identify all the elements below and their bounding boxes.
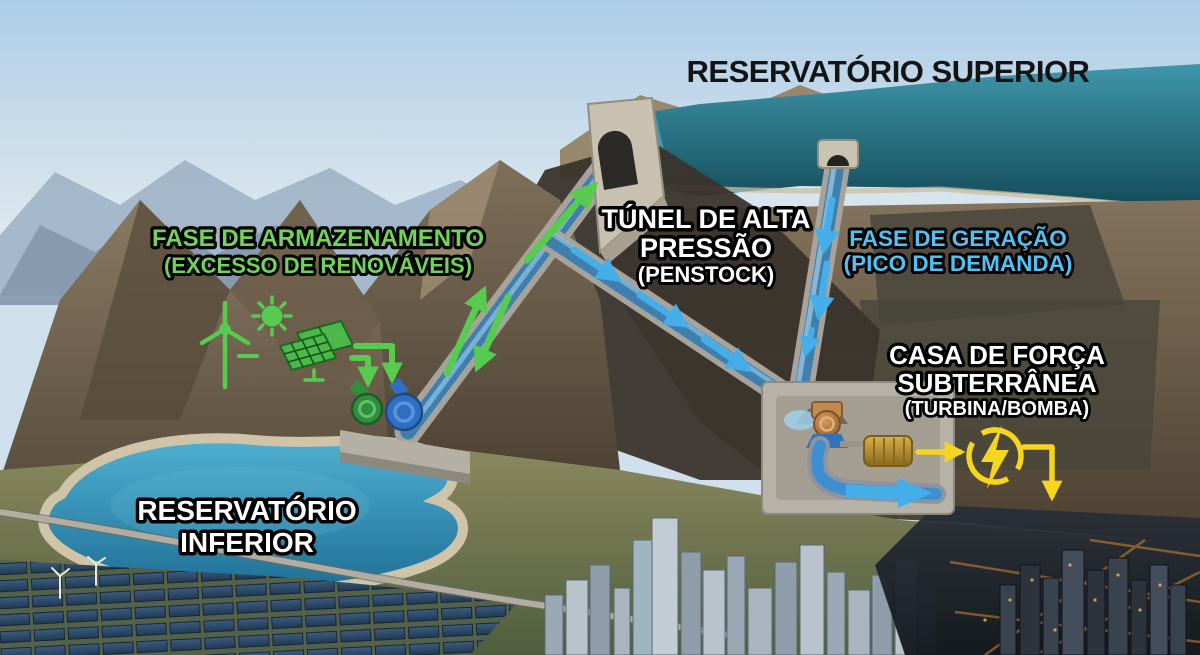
renewables bbox=[199, 295, 355, 390]
lower-reservoir bbox=[38, 433, 468, 597]
electricity-arrow-icon bbox=[915, 441, 1063, 502]
small-wind-turbines bbox=[51, 556, 106, 599]
storage-arrow-icon bbox=[349, 181, 599, 389]
solar-panel-icon bbox=[278, 319, 355, 382]
storage-phase-line1: FASE DE ARMAZENAMENTO bbox=[152, 225, 484, 252]
label-generation-phase: FASE DE GERAÇÃO (PICO DE DEMANDA) bbox=[841, 223, 1076, 279]
city-night bbox=[875, 505, 1200, 655]
inflow-splash bbox=[784, 410, 816, 430]
green-pump-icon bbox=[349, 380, 384, 426]
powerhouse-line2: SUBTERRÂNEA bbox=[897, 368, 1097, 398]
label-penstock: TÚNEL DE ALTA PRESSÃO (PENSTOCK) bbox=[598, 200, 814, 291]
penstock-line2: PRESSÃO bbox=[640, 232, 772, 263]
solar-farm bbox=[0, 560, 520, 655]
lower-reservoir-line2: INFERIOR bbox=[180, 527, 314, 558]
powerhouse-line3: (TURBINA/BOMBA) bbox=[905, 398, 1089, 420]
tailrace-arrow bbox=[845, 478, 932, 508]
shaft-intake-portal bbox=[817, 139, 859, 169]
generation-phase-line1: FASE DE GERAÇÃO bbox=[849, 226, 1067, 251]
generation-arrow-icon bbox=[570, 196, 840, 372]
generator-icon bbox=[863, 435, 913, 467]
lightning-bolt-icon bbox=[966, 425, 1024, 489]
generation-phase-line2: (PICO DE DEMANDA) bbox=[844, 251, 1073, 276]
title-upper-reservoir: RESERVATÓRIO SUPERIOR bbox=[687, 53, 1090, 89]
label-lower-reservoir: RESERVATÓRIO INFERIOR bbox=[134, 492, 360, 562]
wind-turbine-icon bbox=[199, 300, 251, 390]
road bbox=[0, 507, 741, 642]
penstock-line1: TÚNEL DE ALTA bbox=[602, 203, 811, 234]
label-powerhouse: CASA DE FORÇA SUBTERRÂNEA (TURBINA/BOMBA… bbox=[886, 337, 1108, 423]
sun-icon bbox=[251, 295, 293, 337]
storage-phase-line2: (EXCESSO DE RENOVÁVEIS) bbox=[164, 253, 472, 278]
penstock-line3: (PENSTOCK) bbox=[638, 262, 775, 287]
turbine-shaft bbox=[840, 441, 866, 447]
pumping-station bbox=[340, 378, 470, 484]
powerhouse-line1: CASA DE FORÇA bbox=[889, 340, 1105, 370]
labels: RESERVATÓRIO SUPERIOR FASE DE ARMAZENAME… bbox=[134, 53, 1109, 562]
lower-reservoir-line1: RESERVATÓRIO bbox=[137, 495, 356, 526]
label-storage-phase: FASE DE ARMAZENAMENTO (EXCESSO DE RENOVÁ… bbox=[149, 222, 488, 281]
powerhouse bbox=[761, 381, 955, 515]
